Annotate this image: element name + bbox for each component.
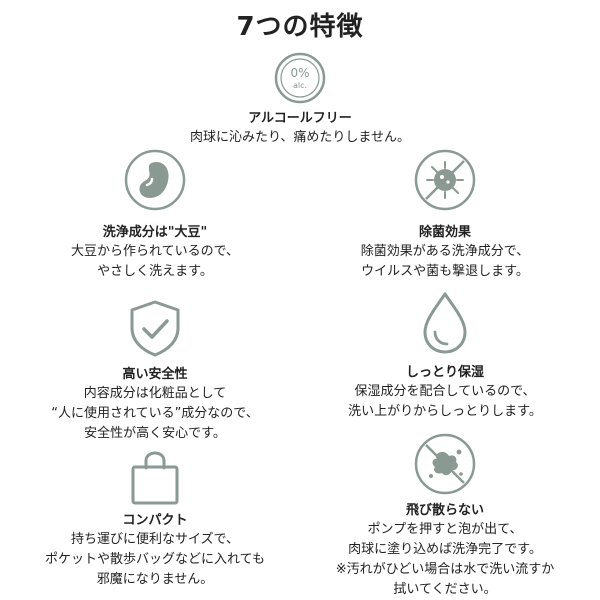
feature-description: 内容成分は化粧品として “人に使用されている”成分なので、 安全性が高く安心です… — [0, 384, 310, 444]
description-line: 除菌効果がある洗浄成分で、 — [360, 244, 530, 259]
feature-alcohol-free: 0% alc. アルコールフリー 肉球に沁みたり、痛めたりしません。 — [150, 52, 450, 148]
description-line: ポンプを押すと泡が出て、 — [367, 522, 523, 537]
feature-description: ポンプを押すと泡が出て、 肉球に塗り込めば洗浄完了です。 ※汚れがひどい場合は水… — [290, 520, 600, 600]
soybean-icon — [124, 149, 186, 211]
description-line: やさしく洗えます。 — [97, 264, 213, 279]
description-line: ※汚れがひどい場合は水で洗い流すか — [335, 562, 555, 577]
description-line: 大豆から作られているので、 — [70, 244, 240, 259]
description-line: 邪魔になりません。 — [96, 572, 214, 587]
no-splash-icon — [414, 433, 476, 495]
description-line: 安全性が高く安心です。 — [84, 426, 226, 441]
feature-compact: コンパクト 持ち運びに便利なサイズで、 ポケットや散歩バッグなどに入れても 邪魔… — [0, 450, 310, 590]
icon-percent-text: 0% — [290, 66, 309, 80]
icon-unit-text: alc. — [293, 81, 307, 90]
description-line: “人に使用されている”成分なので、 — [51, 406, 259, 421]
shield-check-icon — [130, 300, 180, 357]
feature-description: 保湿成分を配合しているので、 洗い上がりからしっとりします。 — [290, 382, 600, 422]
zero-percent-alcohol-icon: 0% alc. — [274, 52, 326, 104]
water-drop-icon — [423, 292, 467, 354]
description-line: 内容成分は化粧品として — [83, 386, 227, 401]
feature-title: アルコールフリー — [248, 111, 352, 126]
feature-moisturizing: しっとり保湿 保湿成分を配合しているので、 洗い上がりからしっとりします。 — [290, 290, 600, 422]
description-line: ポケットや散歩バッグなどに入れても — [45, 552, 265, 567]
feature-title: 除菌効果 — [418, 225, 471, 240]
feature-description: 肉球に沁みたり、痛めたりしません。 — [150, 128, 450, 148]
feature-description: 大豆から作られているので、 やさしく洗えます。 — [0, 242, 310, 282]
description-line: 肉球に沁みたり、痛めたりしません。 — [189, 130, 411, 145]
feature-no-splash: 飛び散らない ポンプを押すと泡が出て、 肉球に塗り込めば洗浄完了です。 ※汚れが… — [290, 432, 600, 600]
feature-description: 持ち運びに便利なサイズで、 ポケットや散歩バッグなどに入れても 邪魔になりません… — [0, 530, 310, 590]
description-line: ウイルスや菌も撃退します。 — [361, 264, 529, 279]
feature-title: しっとり保湿 — [405, 365, 484, 380]
feature-soybean: 洗浄成分は"大豆" 大豆から作られているので、 やさしく洗えます。 — [0, 148, 310, 282]
page-title: 7つの特徴 — [236, 12, 364, 42]
description-line: 肉球に塗り込めば洗浄完了です。 — [348, 542, 542, 557]
feature-description: 除菌効果がある洗浄成分で、 ウイルスや菌も撃退します。 — [290, 242, 600, 282]
description-line: 洗い上がりからしっとりします。 — [348, 404, 542, 419]
description-line: 拭いてください。 — [393, 582, 497, 597]
feature-title: 洗浄成分は"大豆" — [102, 225, 208, 240]
no-germs-icon — [414, 149, 476, 211]
feature-title: コンパクト — [122, 513, 188, 528]
bag-icon — [131, 451, 179, 505]
description-line: 保湿成分を配合しているので、 — [354, 384, 536, 399]
feature-safety: 高い安全性 内容成分は化粧品として “人に使用されている”成分なので、 安全性が… — [0, 298, 310, 444]
feature-title: 高い安全性 — [122, 367, 188, 382]
description-line: 持ち運びに便利なサイズで、 — [70, 532, 240, 547]
feature-title: 飛び散らない — [405, 503, 484, 518]
feature-antibacterial: 除菌効果 除菌効果がある洗浄成分で、 ウイルスや菌も撃退します。 — [290, 148, 600, 282]
